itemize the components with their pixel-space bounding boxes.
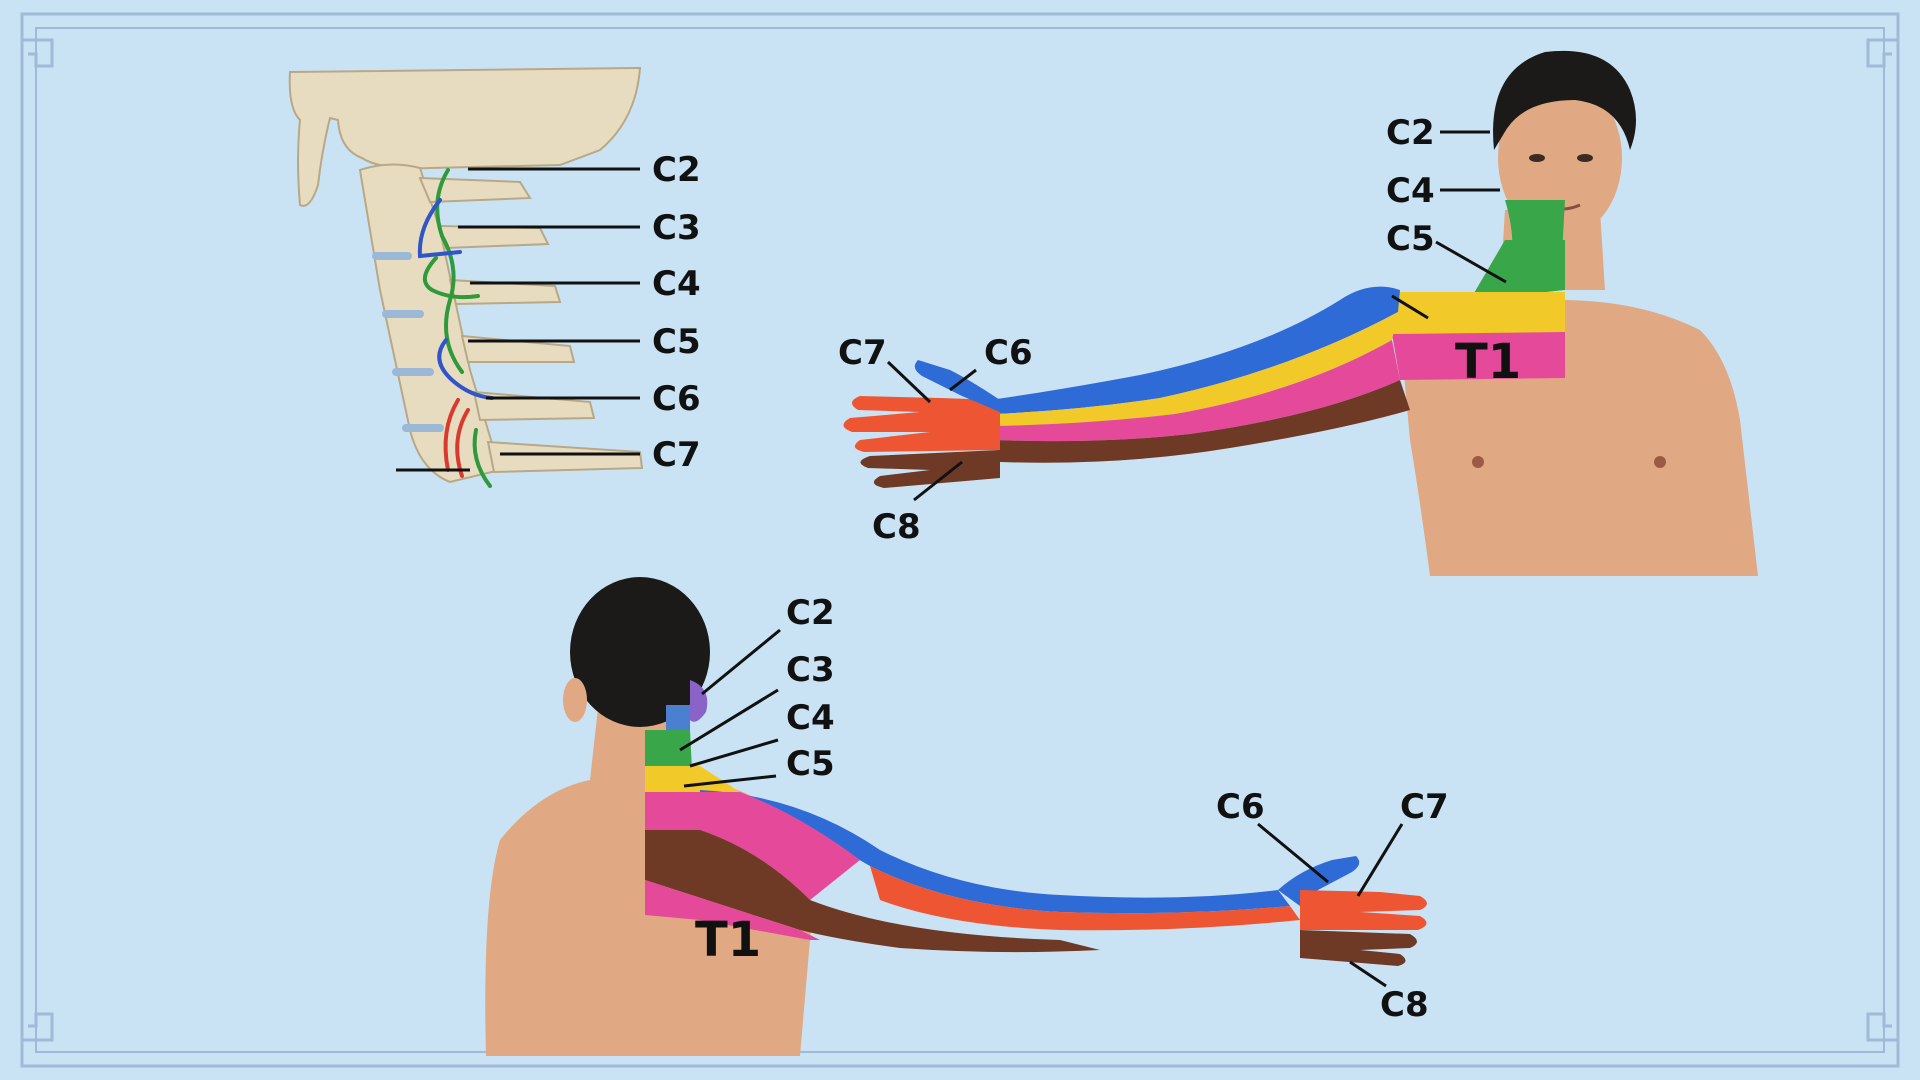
back-label-c2: C2	[786, 593, 835, 633]
back-view-figure	[485, 577, 1427, 1056]
spine-label-c2: C2	[652, 150, 701, 190]
front-label-c6: C6	[984, 333, 1033, 373]
front-labels: C2 C4 C5 C6 C7 C8 T1	[838, 113, 1521, 547]
front-label-c5: C5	[1386, 219, 1435, 259]
front-t1-band	[1392, 332, 1565, 380]
back-leader-lines	[679, 628, 1404, 988]
back-c2-band	[690, 680, 708, 722]
front-c5-neck-band	[1470, 240, 1565, 300]
front-c8-arm-band	[995, 380, 1410, 463]
front-c7-hand	[843, 396, 1000, 452]
spinal-nerves	[417, 168, 494, 488]
spine-label-c4: C4	[652, 264, 701, 304]
back-c8-hand	[1300, 930, 1417, 966]
back-c6-thumb	[1278, 856, 1360, 906]
front-leader-lines	[886, 130, 1507, 502]
back-c7-hand	[1300, 890, 1427, 930]
front-c8-hand	[860, 450, 1000, 488]
back-t1-lower-band	[645, 880, 820, 940]
back-t1-band	[645, 792, 860, 900]
front-label-c8: C8	[872, 507, 921, 547]
spine-leader-lines	[458, 167, 640, 456]
front-c5-shoulder-band	[1390, 292, 1565, 336]
back-label-t1: T1	[695, 912, 761, 968]
spine-label-c3: C3	[652, 208, 701, 248]
front-hair	[1493, 50, 1636, 150]
spine-label-c6: C6	[652, 379, 701, 419]
front-label-c2: C2	[1386, 113, 1435, 153]
frame-corner-icon	[22, 38, 54, 68]
spine-label-c5: C5	[652, 322, 701, 362]
front-label-t1: T1	[1455, 334, 1521, 390]
back-label-c7: C7	[1400, 787, 1449, 827]
front-t1-arm-band	[995, 340, 1400, 442]
back-head	[570, 577, 710, 727]
front-label-c7: C7	[838, 333, 887, 373]
spine-label-c7: C7	[652, 435, 701, 475]
frame-corner-icon	[1866, 1012, 1898, 1042]
spine-labels: C2 C3 C4 C5 C6 C7	[652, 150, 701, 475]
back-labels: C2 C3 C4 C5 C6 C7 C8 T1	[695, 593, 1449, 1025]
back-label-c8: C8	[1380, 985, 1429, 1025]
back-label-c4: C4	[786, 698, 835, 738]
frame-corner-icon	[22, 1012, 54, 1042]
front-view-figure	[843, 50, 1758, 576]
decorative-frame	[20, 12, 1900, 1068]
back-c8-band	[645, 830, 1100, 953]
back-c7-arm-band	[870, 866, 1300, 931]
back-c5-band	[645, 766, 740, 792]
back-label-c6: C6	[1216, 787, 1265, 827]
vertebral-discs	[372, 252, 444, 432]
cervical-spine-illustration	[288, 66, 644, 488]
back-c4-band	[645, 730, 692, 770]
front-c5-arm-band	[995, 312, 1398, 426]
front-c6-arm-band	[990, 286, 1400, 414]
frame-corner-icon	[1866, 38, 1898, 68]
front-head	[1498, 78, 1622, 238]
skull-base	[288, 66, 642, 207]
back-ear	[563, 678, 587, 722]
back-label-c5: C5	[786, 744, 835, 784]
back-label-c3: C3	[786, 650, 835, 690]
front-label-c4: C4	[1386, 171, 1435, 211]
